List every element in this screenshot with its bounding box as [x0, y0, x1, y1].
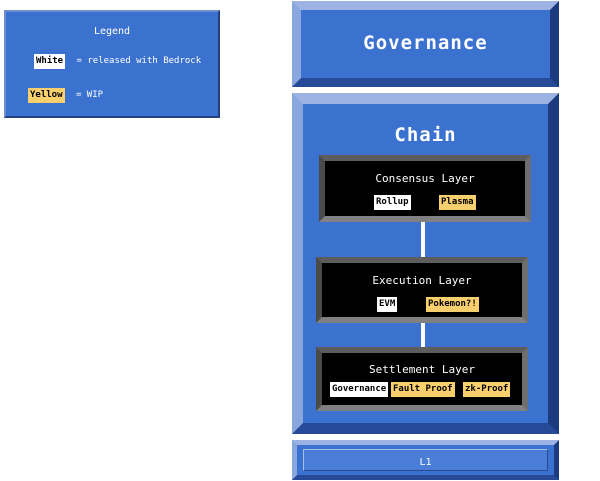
legend-title: Legend	[93, 26, 131, 37]
execution-layer-title: Execution Layer	[372, 274, 472, 287]
chip-zk-proof: zk-Proof	[463, 382, 511, 397]
governance-block: Governance	[292, 1, 559, 87]
legend-text-wip: = WIP	[75, 90, 104, 100]
legend-item-wip: Yellow = WIP	[28, 88, 103, 103]
legend-chip-white: White	[34, 54, 66, 69]
consensus-layer-title: Consensus Layer	[375, 172, 475, 185]
consensus-layer: Consensus Layer Rollup Plasma	[319, 155, 531, 222]
execution-layer: Execution Layer EVM Pokemon?!	[316, 257, 528, 323]
legend-text-released: = released with Bedrock	[76, 56, 202, 66]
legend-panel: Legend White = released with Bedrock Yel…	[4, 10, 220, 118]
chain-title: Chain	[394, 124, 457, 146]
governance-title: Governance	[363, 32, 488, 54]
connector-execution-settlement	[421, 323, 425, 347]
l1-label: L1	[419, 457, 432, 468]
settlement-layer: Settlement Layer Governance Fault Proof …	[316, 347, 528, 411]
chip-governance: Governance	[330, 382, 389, 397]
l1-inner: L1	[303, 449, 548, 471]
chip-fault-proof: Fault Proof	[391, 382, 455, 397]
legend-chip-yellow: Yellow	[28, 88, 65, 103]
chip-evm: EVM	[377, 297, 398, 312]
chip-plasma: Plasma	[439, 195, 476, 210]
l1-block: L1	[292, 440, 559, 480]
connector-consensus-execution	[421, 222, 425, 257]
chip-pokemon: Pokemon?!	[426, 297, 479, 312]
legend-item-released: White = released with Bedrock	[34, 54, 201, 69]
chip-rollup: Rollup	[374, 195, 411, 210]
settlement-layer-title: Settlement Layer	[369, 363, 475, 376]
